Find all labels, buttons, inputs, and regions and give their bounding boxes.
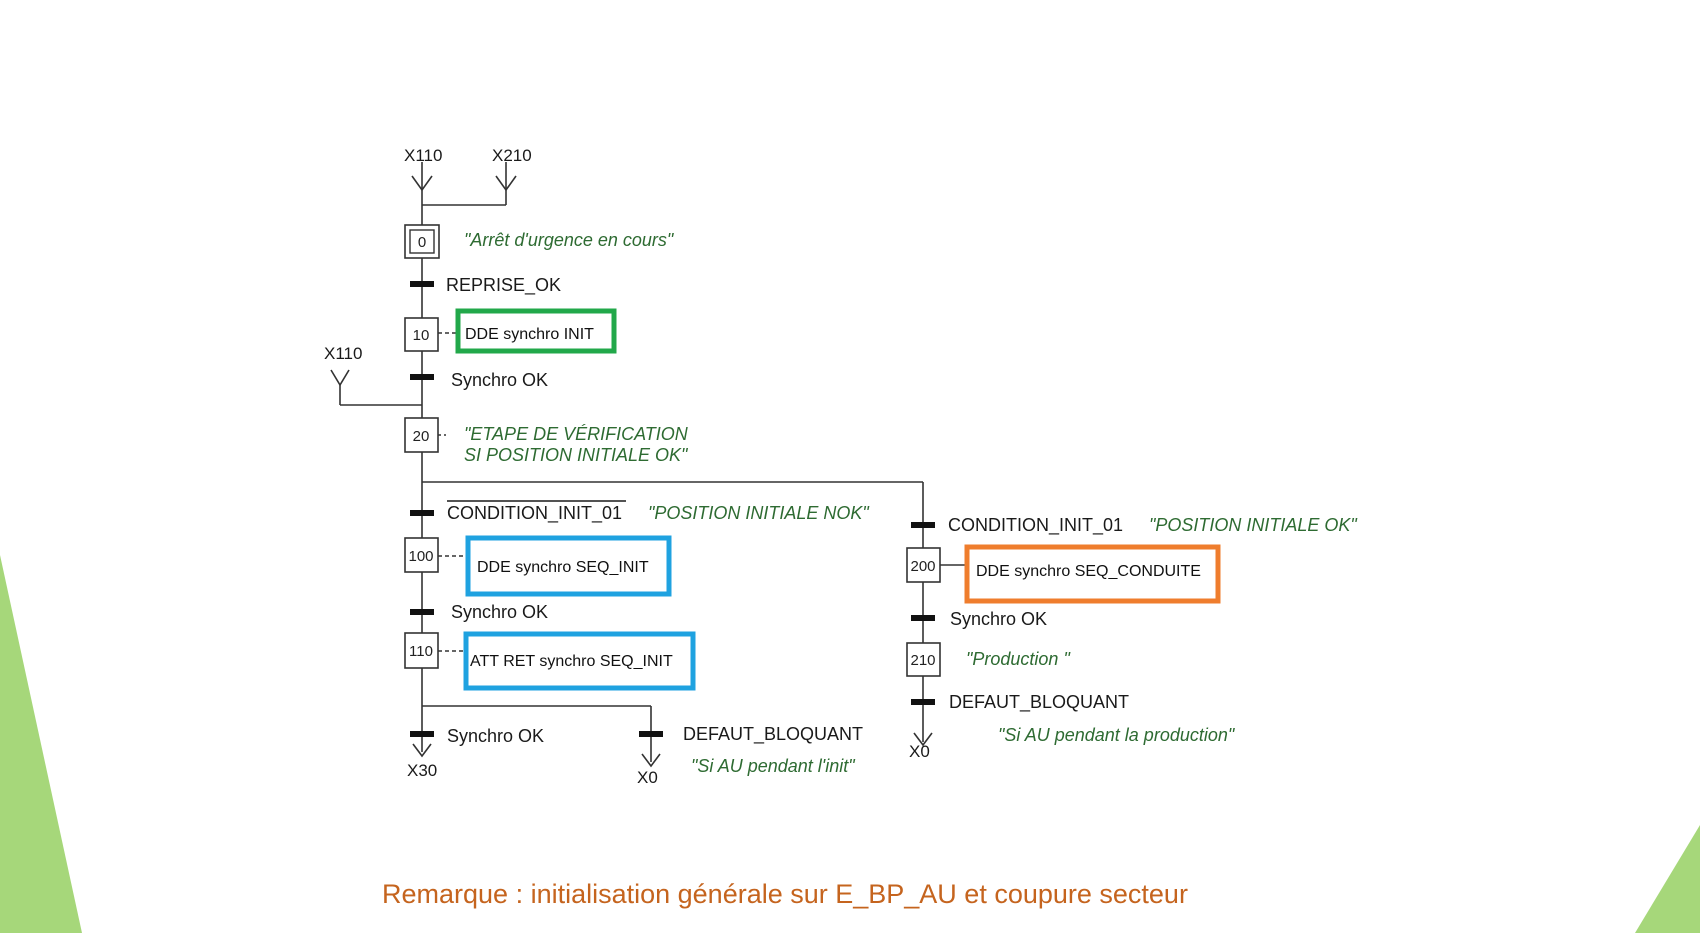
comment-au-production: "Si AU pendant la production" [998, 725, 1236, 745]
step-110: 110 [404, 632, 439, 669]
transition-label-defaut-left: DEFAUT_BLOQUANT [683, 724, 863, 745]
ref-label-x210-top: X210 [492, 146, 532, 165]
step-0: 0 [404, 224, 440, 259]
ref-label-x110-top: X110 [404, 146, 442, 165]
transition-label-cond-right: CONDITION_INIT_01 [948, 515, 1123, 536]
step-number-20: 20 [413, 428, 430, 445]
step-number-200: 200 [910, 558, 935, 575]
transition-bars [410, 281, 935, 737]
action-box-100: DDE synchro SEQ_INIT [465, 535, 672, 597]
action-label-200: DDE synchro SEQ_CONDUITE [976, 563, 1201, 580]
step-210: 210 [906, 642, 941, 677]
transition-label-synchro-200: Synchro OK [950, 609, 1047, 629]
step-200: 200 [906, 547, 941, 583]
transition-bar-synchro-200 [911, 615, 935, 621]
transition-bar-cond-right [911, 522, 935, 528]
comment-position-nok: "POSITION INITIALE NOK" [648, 503, 870, 523]
decor-green-triangle-right [1635, 825, 1700, 933]
ref-label-x0-left: X0 [637, 768, 658, 787]
comment-production: "Production " [966, 649, 1071, 669]
decor-green-triangle-left [0, 555, 82, 933]
step-number-110: 110 [409, 643, 433, 660]
step-number-10: 10 [413, 327, 430, 344]
transition-label-synchro-100: Synchro OK [451, 602, 548, 622]
step-number-100: 100 [408, 548, 433, 565]
transition-bar-defaut-left [639, 731, 663, 737]
action-label-100: DDE synchro SEQ_INIT [477, 559, 649, 576]
transition-label-cond-left: CONDITION_INIT_01 [447, 503, 622, 524]
ref-label-x0-right: X0 [909, 742, 930, 761]
step-number-0: 0 [418, 234, 426, 251]
transition-label-synchro-10: Synchro OK [451, 370, 548, 390]
action-box-110: ATT RET synchro SEQ_INIT [463, 631, 696, 691]
ref-label-x110-side: X110 [324, 344, 362, 363]
transition-label-synchro-110: Synchro OK [447, 726, 544, 746]
comment-step-20-line1: "ETAPE DE VÉRIFICATION [464, 424, 689, 444]
transition-bar-reprise [410, 281, 434, 287]
comment-au-init: "Si AU pendant l'init" [691, 756, 856, 776]
transition-bar-defaut-right [911, 699, 935, 705]
transition-bar-synchro-100 [410, 609, 434, 615]
step-10: 10 [404, 317, 439, 352]
ref-label-x30: X30 [407, 761, 437, 780]
remark-text: Remarque : initialisation générale sur E… [382, 879, 1188, 909]
step-100: 100 [404, 537, 439, 573]
comment-step-20-line2: SI POSITION INITIALE OK" [464, 445, 689, 465]
transition-bar-synchro-10 [410, 374, 434, 380]
action-box-200: DDE synchro SEQ_CONDUITE [964, 544, 1221, 604]
action-label-10: DDE synchro INIT [465, 326, 594, 343]
step-20: 20 [404, 417, 439, 453]
comment-step-0: "Arrêt d'urgence en cours" [464, 230, 675, 250]
action-label-110: ATT RET synchro SEQ_INIT [470, 653, 673, 670]
transition-label-reprise: REPRISE_OK [446, 275, 561, 296]
transition-label-defaut-right: DEFAUT_BLOQUANT [949, 692, 1129, 713]
transition-bar-cond-left [410, 510, 434, 516]
action-box-10: DDE synchro INIT [455, 308, 617, 354]
step-number-210: 210 [910, 652, 935, 669]
comment-position-ok: "POSITION INITIALE OK" [1149, 515, 1358, 535]
transition-bar-synchro-110 [410, 731, 434, 737]
